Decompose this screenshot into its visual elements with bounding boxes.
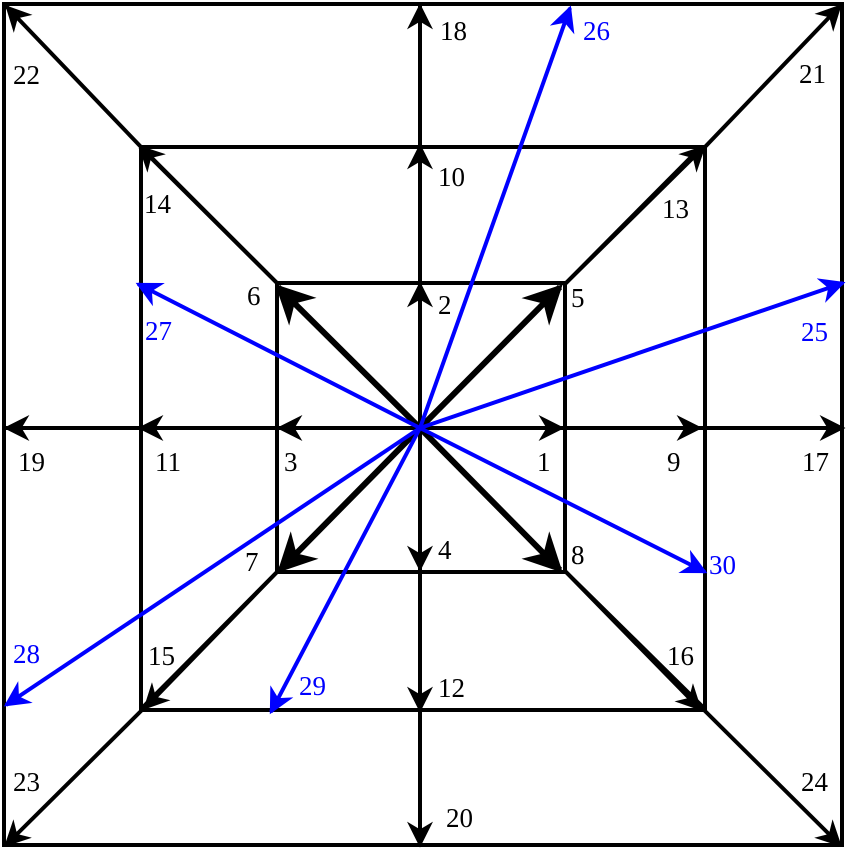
label-24: 24 xyxy=(801,767,829,797)
arrow-24 xyxy=(702,708,842,847)
arrow-27 xyxy=(135,282,421,430)
label-23: 23 xyxy=(13,767,40,797)
label-28: 28 xyxy=(13,639,40,669)
arrow-26 xyxy=(418,5,575,429)
label-22: 22 xyxy=(13,60,40,90)
label-9: 9 xyxy=(667,447,681,477)
label-5: 5 xyxy=(571,283,585,313)
label-10: 10 xyxy=(438,162,465,192)
arrow-30 xyxy=(419,426,708,574)
arrow-21 xyxy=(702,4,842,150)
arrow-15 xyxy=(143,569,280,710)
arrow-16 xyxy=(563,569,702,711)
label-6: 6 xyxy=(247,281,261,311)
label-30: 30 xyxy=(709,550,736,580)
label-1: 1 xyxy=(537,447,551,477)
arrow-25 xyxy=(419,278,846,430)
label-3: 3 xyxy=(284,447,298,477)
label-19: 19 xyxy=(18,447,45,477)
label-26: 26 xyxy=(583,16,610,46)
label-14: 14 xyxy=(144,189,172,219)
label-16: 16 xyxy=(667,641,694,671)
label-15: 15 xyxy=(148,641,175,671)
label-7: 7 xyxy=(245,547,259,577)
label-21: 21 xyxy=(799,59,826,89)
arrow-28 xyxy=(3,426,422,707)
label-20: 20 xyxy=(446,803,473,833)
label-18: 18 xyxy=(440,16,467,46)
arrow-8 xyxy=(417,425,563,573)
label-29: 29 xyxy=(299,671,326,701)
arrow-7 xyxy=(277,425,423,573)
arrow-14 xyxy=(138,145,280,286)
label-8: 8 xyxy=(571,540,585,570)
label-2: 2 xyxy=(438,290,452,320)
label-11: 11 xyxy=(155,447,181,477)
label-25: 25 xyxy=(801,317,828,347)
label-4: 4 xyxy=(438,535,452,565)
label-17: 17 xyxy=(802,447,829,477)
label-27: 27 xyxy=(145,316,172,346)
arrow-23 xyxy=(4,708,144,847)
arrow-5 xyxy=(417,284,563,431)
arrow-13 xyxy=(563,145,706,286)
arrow-29 xyxy=(269,427,422,715)
label-12: 12 xyxy=(438,673,465,703)
arrow-22 xyxy=(5,5,144,150)
label-13: 13 xyxy=(662,194,689,224)
arrow-6 xyxy=(275,284,423,431)
